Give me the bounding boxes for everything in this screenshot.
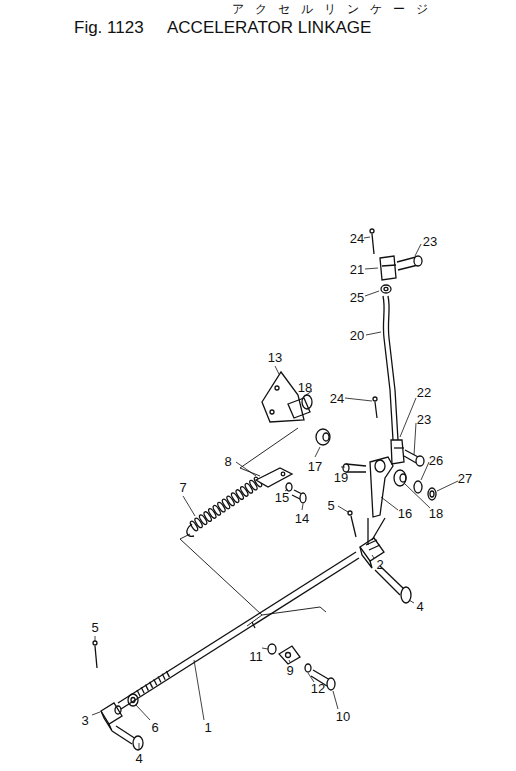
callout-number: 7: [179, 481, 186, 494]
callout-number: 5: [91, 621, 98, 634]
callout-number: 18: [298, 381, 312, 394]
cotter-pin: [370, 229, 374, 254]
callout-number: 17: [308, 460, 322, 473]
callout-number: 2: [376, 558, 383, 571]
callout-number: 20: [350, 329, 364, 342]
cotter-pin: [373, 397, 377, 418]
bolt: [112, 726, 143, 750]
washer: [414, 481, 422, 493]
cotter-pin: [348, 511, 356, 537]
callout-number: 23: [417, 413, 431, 426]
callout-number: 12: [311, 682, 325, 695]
collar: [101, 703, 122, 731]
callout-number: 23: [423, 235, 437, 248]
callout-number: 19: [334, 471, 348, 484]
callout-number: 22: [417, 386, 431, 399]
figure-number: Fig. 1123: [74, 19, 144, 36]
callout-number: 18: [429, 507, 443, 520]
rod-thread: [137, 671, 169, 696]
callout-number: 3: [81, 714, 88, 727]
assembly-line: [180, 428, 326, 626]
callout-number: 24: [350, 232, 364, 245]
callout-number: 5: [327, 499, 334, 512]
washer: [128, 694, 138, 706]
callout-number: 21: [350, 263, 364, 276]
washer: [305, 664, 311, 672]
control-rod: [383, 296, 398, 440]
snap-ring: [428, 488, 436, 500]
callout-number: 10: [336, 710, 350, 723]
nut: [268, 644, 276, 654]
cotter-pin: [93, 641, 97, 668]
callout-number: 14: [295, 512, 309, 525]
japanese-title: アクセルリンケージ: [232, 3, 439, 15]
callout-number: 4: [416, 600, 423, 613]
clamp: [279, 646, 300, 664]
callout-number: 16: [398, 507, 412, 520]
bolt: [292, 490, 306, 503]
clevis: [391, 440, 404, 464]
bolt: [375, 566, 411, 603]
spring: [189, 476, 263, 532]
clevis: [380, 256, 396, 280]
bushing: [394, 470, 406, 486]
callout-number: 9: [286, 664, 293, 677]
spring-hook: [187, 524, 194, 536]
callout-number: 13: [268, 351, 282, 364]
callout-number: 26: [429, 454, 443, 467]
bushing: [302, 395, 312, 409]
callout-number: 15: [275, 491, 289, 504]
callout-number: 24: [330, 392, 344, 405]
callout-number: 25: [350, 291, 364, 304]
callout-number: 8: [224, 455, 231, 468]
figure-title: ACCELERATOR LINKAGE: [167, 19, 371, 36]
callout-number: 27: [458, 472, 472, 485]
leader-line: [92, 237, 458, 750]
rod: [118, 552, 359, 709]
lever: [368, 457, 393, 545]
clevis-pin: [397, 256, 422, 270]
callout-number: 1: [204, 721, 211, 734]
nut: [381, 285, 391, 293]
callout-number: 4: [135, 752, 142, 765]
callout-number: 11: [249, 650, 263, 663]
callout-number: 6: [151, 721, 158, 734]
bushing: [316, 429, 330, 445]
